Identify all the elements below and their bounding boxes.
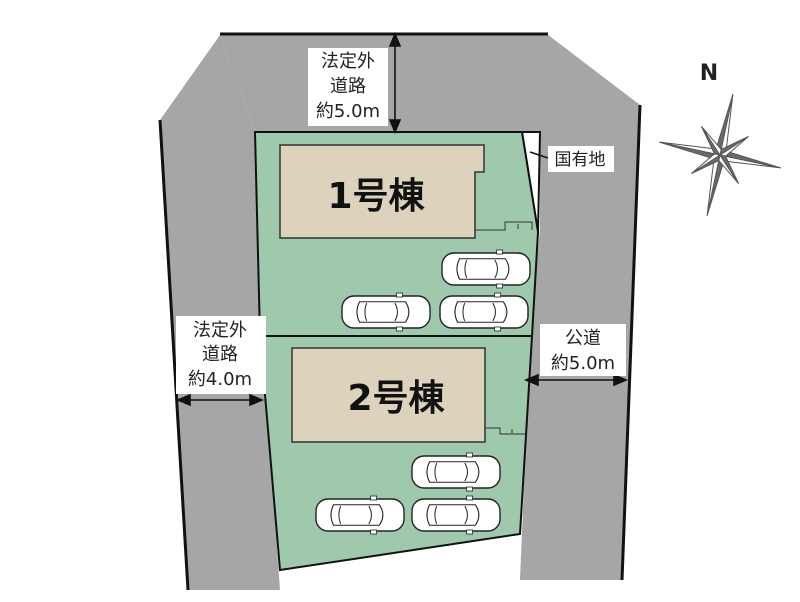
compass-rose-icon bbox=[659, 94, 781, 216]
entrance-1 bbox=[475, 221, 533, 231]
national-land-label-bg bbox=[548, 146, 614, 172]
car-icon bbox=[441, 249, 531, 289]
national-land-leader bbox=[529, 151, 549, 159]
road-left-label-2: 道路 bbox=[202, 344, 238, 365]
road-right-edge bbox=[620, 104, 642, 581]
road-left-label-1: 法定外 bbox=[193, 320, 247, 341]
road-left bbox=[160, 35, 280, 590]
national-land-label: 国有地 bbox=[555, 150, 606, 170]
building-2-label: 2号棟 bbox=[347, 378, 445, 419]
entrance-2 bbox=[485, 427, 525, 435]
road-top-label-3: 約5.0m bbox=[316, 101, 380, 122]
road-left-label-3: 約4.0m bbox=[188, 369, 252, 390]
building-1-label: 1号棟 bbox=[327, 176, 425, 217]
compass-north-label: N bbox=[700, 61, 718, 86]
road-top-label-1: 法定外 bbox=[321, 51, 375, 72]
road-right-label-bg bbox=[540, 324, 626, 376]
car-icon bbox=[341, 292, 431, 332]
road-left-label-bg bbox=[176, 316, 266, 394]
dimension-left bbox=[175, 393, 265, 407]
road-right-label-1: 公道 bbox=[565, 328, 601, 349]
road-right-label-2: 約5.0m bbox=[551, 353, 615, 374]
car-icon bbox=[411, 452, 501, 492]
dimension-right bbox=[523, 373, 629, 387]
building-1 bbox=[279, 144, 485, 239]
car-icon bbox=[315, 495, 405, 535]
car-icon bbox=[439, 292, 529, 332]
car-icon bbox=[411, 495, 501, 535]
road-top-label-2: 道路 bbox=[330, 76, 366, 97]
parking-cars bbox=[315, 249, 531, 535]
dimension-top bbox=[388, 31, 402, 135]
road-left-edge bbox=[158, 119, 190, 591]
building-2 bbox=[291, 347, 486, 443]
road-top-label-bg bbox=[308, 48, 388, 126]
